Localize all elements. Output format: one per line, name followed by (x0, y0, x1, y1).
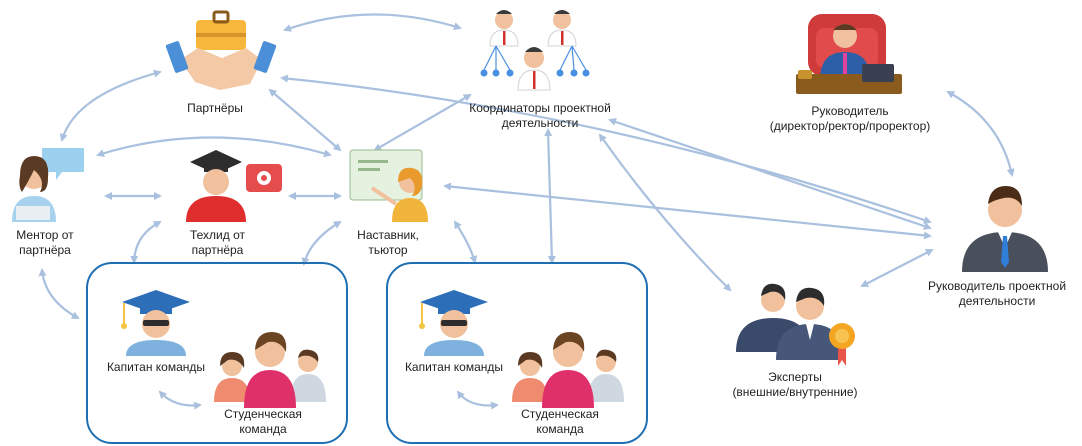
techlead-label: Техлид от партнёра (189, 228, 245, 257)
arrow-captain-team2 (456, 390, 499, 410)
arrow-tutor-team2 (453, 220, 478, 264)
arrow-techlead-team1 (130, 221, 162, 264)
team-2-box (386, 262, 648, 444)
director-label: Руководитель (директор/ректор/проректор) (769, 104, 931, 133)
director-at-desk-icon (796, 14, 902, 94)
experts-award-icon (736, 283, 855, 366)
arrow-director-project-lead (946, 91, 1015, 177)
teacher-board-icon (349, 149, 428, 222)
experts-label: Эксперты (внешние/внутренние) (732, 370, 858, 399)
team-1-box (86, 262, 348, 444)
arrow-tutor-team1 (301, 220, 342, 266)
mentor-label: Ментор от партнёра (16, 228, 74, 257)
team-1-students-label: Студенческая команда (224, 407, 302, 436)
connectors (38, 13, 1015, 410)
arrow-coordinators-tutor (373, 93, 472, 152)
arrow-captain-team1 (158, 390, 202, 410)
arrow-project-lead-experts (860, 249, 934, 287)
arrow-partners-tutor (268, 88, 342, 152)
team-1-students-icon (214, 332, 326, 408)
arrow-tutor-project-lead (443, 182, 932, 240)
arrow-partners-mentor (59, 69, 162, 142)
tutor-label: Наставник, тьютор (357, 228, 419, 257)
woman-speech-bubble-icon (12, 148, 84, 222)
handshake-icon (165, 10, 277, 90)
coordinators-label: Координаторы проектной деятельности (469, 101, 611, 130)
arrow-mentor-team1 (38, 268, 80, 319)
hierarchy-people-icon (480, 10, 590, 91)
team-2-students-icon (512, 332, 624, 408)
team-1-captain-label: Капитан команды (106, 360, 206, 374)
team-2-captain-label: Капитан команды (404, 360, 504, 374)
arrow-mentor-tutor (96, 136, 332, 158)
graduate-gear-icon (186, 150, 282, 222)
arrow-partners-coordinators (283, 13, 462, 32)
team-2-captain-icon (419, 290, 488, 356)
team-1-captain-icon (121, 290, 190, 356)
businessman-icon (962, 186, 1048, 272)
partners-label: Партнёры (187, 101, 243, 115)
project-lead-label: Руководитель проектной деятельности (927, 279, 1067, 308)
team-2-students-label: Студенческая команда (521, 407, 599, 436)
